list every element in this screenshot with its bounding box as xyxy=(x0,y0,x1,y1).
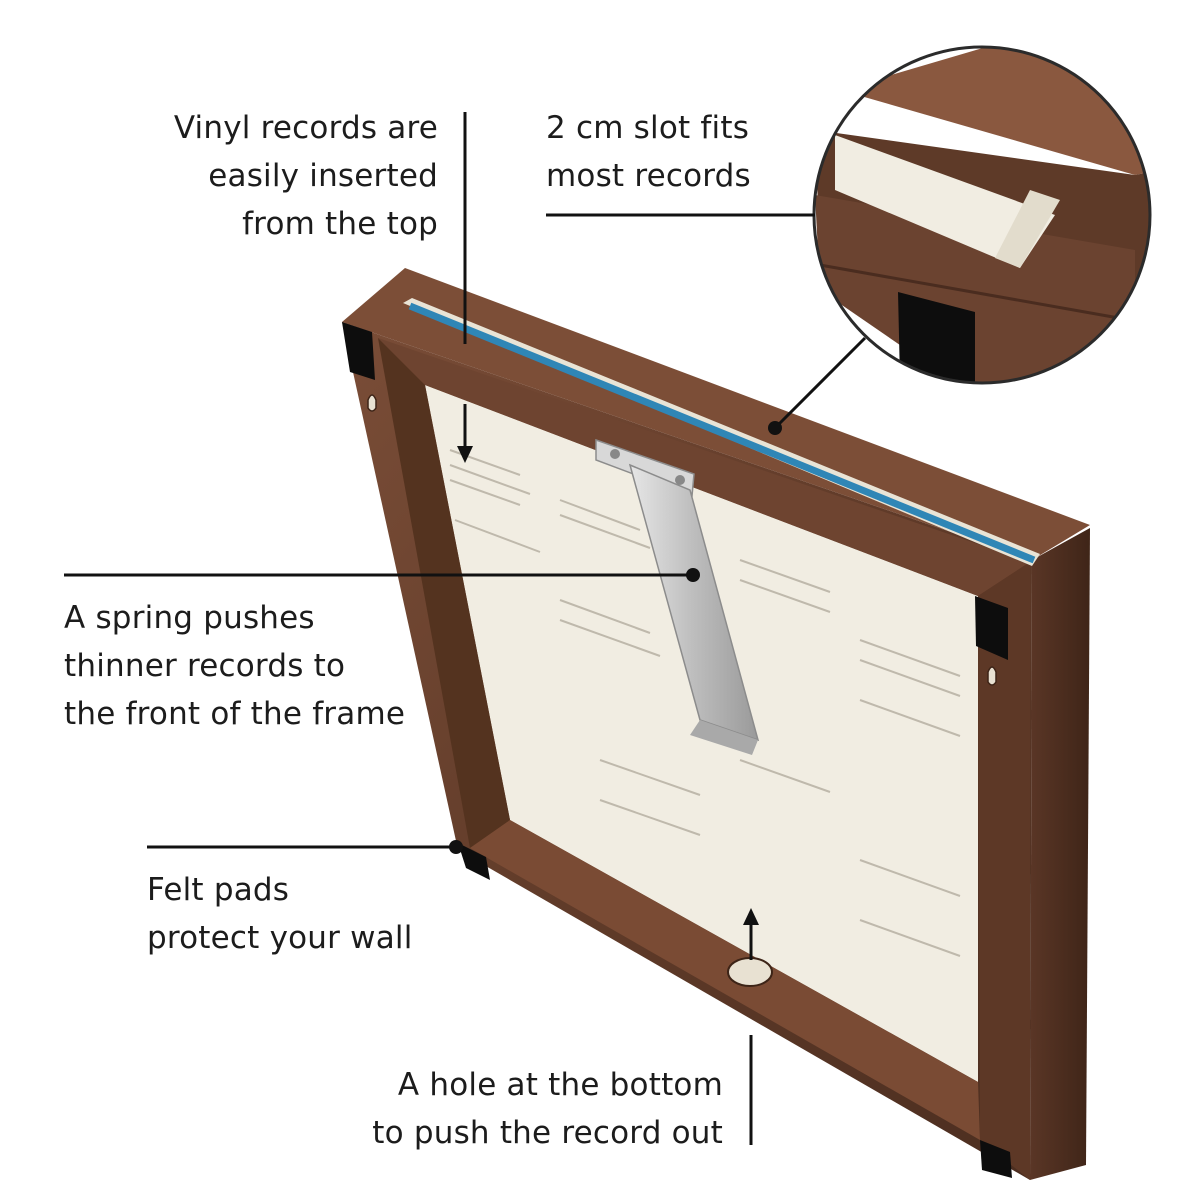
callout-slot-line-1: 2 cm slot fits xyxy=(546,110,750,146)
felt-pad-bottom-right xyxy=(980,1140,1012,1178)
callout-vinyl: Vinyl records are easily inserted from t… xyxy=(110,104,438,248)
zoom-detail xyxy=(812,45,1152,385)
callout-felt: Felt pads protect your wall xyxy=(147,866,413,962)
callout-spring-line-3: the front of the frame xyxy=(64,696,406,732)
sleeve-text-texture xyxy=(449,449,961,957)
callout-spring-line-2: thinner records to xyxy=(64,648,346,684)
hole-arrow-head xyxy=(743,908,759,925)
spring-clip xyxy=(595,438,760,755)
callout-lines xyxy=(64,112,867,1145)
hanging-hook-left xyxy=(367,394,377,412)
slot-dot xyxy=(768,421,782,435)
felt-pad-right xyxy=(975,596,1008,660)
callout-spring-line-1: A spring pushes xyxy=(64,600,315,636)
frame-bottom-rail xyxy=(470,820,980,1140)
callout-vinyl-line-3: from the top xyxy=(242,206,438,242)
walnut-frame xyxy=(342,268,1090,1180)
felt-pad-bottom-left xyxy=(458,843,490,880)
callout-hole-line-2: to push the record out xyxy=(372,1115,723,1151)
callout-hole: A hole at the bottom to push the record … xyxy=(300,1061,723,1157)
vinyl-arrow-head xyxy=(457,446,473,463)
callout-vinyl-line-1: Vinyl records are xyxy=(173,110,438,146)
frame-top-depth xyxy=(342,268,1090,560)
callout-vinyl-line-2: easily inserted xyxy=(208,158,438,194)
callout-felt-line-1: Felt pads xyxy=(147,872,290,908)
felt-dot xyxy=(449,840,463,854)
frame-right-depth xyxy=(1030,528,1090,1180)
callout-slot: 2 cm slot fits most records xyxy=(546,104,751,200)
spring-dot xyxy=(686,568,700,582)
frame-right-rail xyxy=(978,562,1030,1180)
callout-felt-line-2: protect your wall xyxy=(147,920,413,956)
frame-inner-left xyxy=(378,338,510,848)
frame-inner-top xyxy=(378,338,1030,596)
callout-slot-line-2: most records xyxy=(546,158,751,194)
slot-zoom-leader xyxy=(773,336,867,430)
push-hole xyxy=(727,957,773,987)
callout-spring: A spring pushes thinner records to the f… xyxy=(64,594,405,738)
callout-hole-line-1: A hole at the bottom xyxy=(397,1067,723,1103)
vinyl-record-edge xyxy=(408,302,1036,564)
felt-pad-top-left xyxy=(342,322,375,380)
hanging-hook-right xyxy=(987,666,997,686)
